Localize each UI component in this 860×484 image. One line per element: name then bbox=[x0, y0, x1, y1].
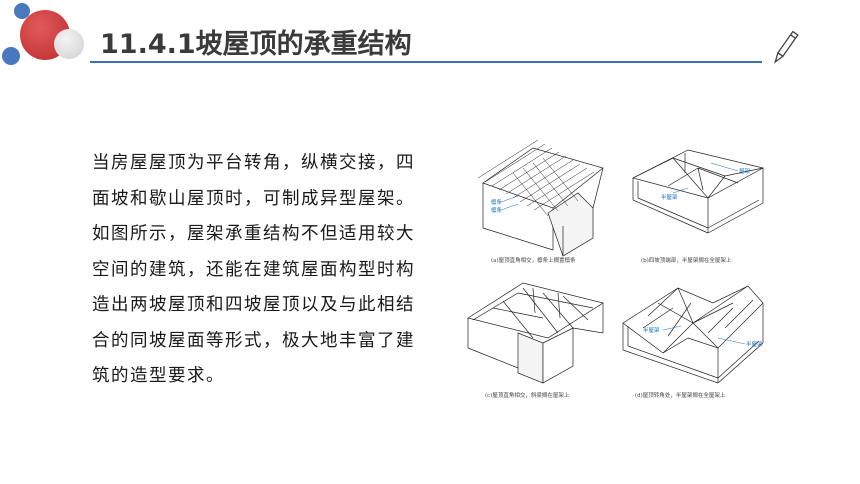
roof-structure-figure: 檩条 檩条 (a)屋顶直角相交，檩条上搁置檩条 屋架 bbox=[463, 138, 775, 401]
caption-c: (c)屋顶直角相交，斜梁搁在屋架上 bbox=[485, 391, 570, 399]
caption-d: (d)屋顶转角处，半屋架搁在全屋架上 bbox=[635, 391, 726, 399]
caption-b: (b)四坡顶端部，半屋架搁在全屋架上 bbox=[641, 256, 732, 264]
label-b-half-truss: 半屋架 bbox=[661, 193, 678, 201]
title-underline bbox=[90, 61, 762, 63]
diagram-b: 屋架 半屋架 (b)四坡顶端部，半屋架搁在全屋架上 bbox=[632, 149, 764, 264]
pencil-icon bbox=[770, 28, 800, 68]
diagram-d: 半屋架 半屋架 (d)屋顶转角处，半屋架搁在全屋架上 bbox=[622, 285, 764, 399]
paragraph-line: 造出两坡屋顶和四坡屋顶以及与此相结 bbox=[92, 295, 415, 315]
slide-title: 11.4.1坡屋顶的承重结构 bbox=[100, 29, 412, 60]
label-b-truss: 屋架 bbox=[739, 168, 751, 175]
body-paragraph: 当房屋屋顶为平台转角，纵横交接，四 面坡和歇山屋顶时，可制成异型屋架。 如图所示… bbox=[92, 146, 432, 395]
paragraph-line: 如图所示，屋架承重结构不但适用较大 bbox=[92, 224, 415, 244]
label-d-half-truss-left: 半屋架 bbox=[643, 326, 660, 334]
paragraph-line: 空间的建筑，还能在建筑屋面构型时构 bbox=[92, 259, 415, 280]
label-a-purlin: 檩条 bbox=[491, 198, 503, 206]
paragraph-line: 筑的造型要求。 bbox=[92, 366, 225, 386]
deco-circle-blue-large bbox=[2, 47, 20, 65]
deco-circle-gray bbox=[54, 29, 84, 59]
paragraph-line: 合的同坡屋面等形式，极大地丰富了建 bbox=[92, 330, 415, 351]
paragraph-line: 当房屋屋顶为平台转角，纵横交接，四 bbox=[92, 153, 415, 173]
label-d-half-truss-right: 半屋架 bbox=[746, 340, 763, 348]
diagram-a: 檩条 檩条 (a)屋顶直角相交，檩条上搁置檩条 bbox=[477, 139, 604, 264]
diagram-c: (c)屋顶直角相交，斜梁搁在屋架上 bbox=[467, 282, 604, 399]
deco-circle-blue-small bbox=[14, 3, 30, 19]
paragraph-line: 面坡和歇山屋顶时，可制成异型屋架。 bbox=[92, 188, 415, 209]
caption-a: (a)屋顶直角相交，檩条上搁置檩条 bbox=[491, 256, 576, 264]
label-a-purlin2: 檩条 bbox=[491, 206, 503, 214]
